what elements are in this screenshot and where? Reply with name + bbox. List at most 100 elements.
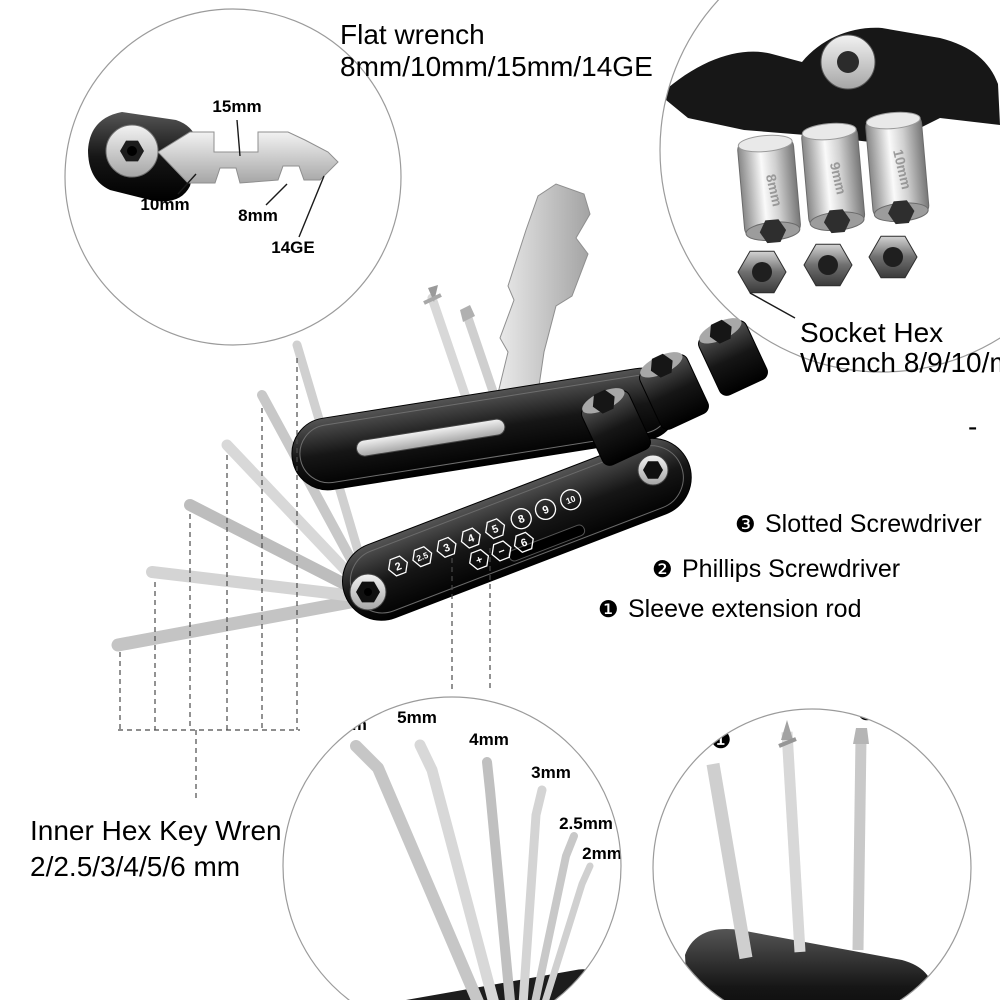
hex-bolt-center <box>127 146 137 156</box>
flat-wrench-title: Flat wrench 8mm/10mm/15mm/14GE <box>340 19 653 82</box>
hex-key <box>146 566 378 604</box>
socket-10mm: 10mm <box>865 111 930 225</box>
socket-callout-content: 8mm 9mm 10mm <box>660 27 1000 294</box>
phillips-driver-tip <box>781 720 793 740</box>
phillips-tip <box>428 285 438 302</box>
pointer-line-14ge <box>298 175 325 238</box>
size-label-6mm: 6mm <box>327 715 367 734</box>
callout-bg <box>653 709 971 1000</box>
stray-dash: - <box>968 411 977 442</box>
callout-circle <box>64 8 402 346</box>
label-10mm: 10mm <box>140 195 189 214</box>
socket-adapter <box>698 317 768 396</box>
flat-wrench-title-line2: 8mm/10mm/15mm/14GE <box>340 51 653 82</box>
socket-8mm: 8mm <box>737 134 801 244</box>
callout-bg <box>65 9 401 345</box>
pivot-bolts <box>349 454 669 611</box>
marking: 10 <box>565 493 578 506</box>
socket-size-engraving: 9mm <box>827 161 850 196</box>
flat-wrench-shape <box>157 131 339 184</box>
hex-bolt-hole <box>837 51 859 73</box>
hex-key-2-5mm <box>528 832 578 1000</box>
hex-bolt-center <box>364 588 372 596</box>
size-label-3mm: 3mm <box>531 763 571 782</box>
multi-tool-photo: 2 2.5 3 4 5 + − 6 8 9 10 <box>111 183 768 652</box>
hex-keys-title-line1: Inner Hex Key Wren <box>30 815 282 846</box>
socket-title-line1: Socket Hex <box>800 317 943 348</box>
marking: 2 <box>393 560 403 573</box>
driver-detail-callout: ❶ ❷ ❸ <box>652 689 972 1000</box>
list-label-slotted: Slotted Screwdriver <box>765 510 982 538</box>
marking: 2.5 <box>415 550 430 564</box>
callout-circle <box>282 696 622 1000</box>
phillips-driver <box>781 731 806 953</box>
handle-slot <box>356 418 506 457</box>
hex-nuts <box>737 235 918 294</box>
socket-title: Socket Hex Wrench 8/9/10/m <box>749 292 1000 378</box>
handle-upper <box>291 367 679 491</box>
flat-wrench-title-line1: Flat wrench <box>340 19 485 50</box>
hex-keys-title: Inner Hex Key Wren 2/2.5/3/4/5/6 mm <box>30 815 282 882</box>
marking: + <box>474 554 484 568</box>
pointer-line-10mm <box>177 173 197 195</box>
hex-nut-hole <box>883 247 903 267</box>
handle-lower-body <box>341 437 692 621</box>
pointer-line-15mm <box>236 119 241 157</box>
hex-key-4mm <box>482 757 517 1000</box>
socket-size-engraving: 8mm <box>763 173 786 208</box>
marking: − <box>497 545 507 559</box>
marking: 9 <box>541 504 551 517</box>
driver-handle <box>685 929 933 1000</box>
marking: 8 <box>517 513 527 526</box>
tool-markings: 2 2.5 3 4 5 + − 6 8 9 10 <box>384 489 582 579</box>
socket-adapter <box>581 387 651 466</box>
flat-wrench-tool <box>491 183 591 421</box>
detail-badge-1: ❶ <box>710 727 732 754</box>
hex-key-6mm <box>350 740 496 1000</box>
callout-circle <box>659 0 1000 373</box>
hex-key <box>111 591 379 652</box>
hex-keys-title-line2: 2/2.5/3/4/5/6 mm <box>30 851 240 882</box>
slotted-driver-tip <box>853 728 869 744</box>
handle-lower: 2 2.5 3 4 5 + − 6 8 9 10 <box>341 437 692 621</box>
callout-circle <box>652 708 972 1000</box>
socket-9mm: 9mm <box>801 122 866 234</box>
marking: 3 <box>442 542 452 555</box>
dashed-guides <box>118 358 491 798</box>
slotted-tip <box>460 305 475 322</box>
list-badge-3: ❸ <box>735 511 756 537</box>
hex-key-callout: 6mm 5mm 4mm 3mm 2.5mm 2mm <box>282 696 622 1000</box>
socket-callout: 8mm 9mm 10mm <box>659 0 1000 373</box>
marking: 6 <box>519 537 529 550</box>
list-label-sleeve: Sleeve extension rod <box>628 595 861 623</box>
phillips-driver-cross <box>778 737 797 748</box>
flat-wrench-callout: 15mm 10mm 8mm 14GE <box>64 8 402 346</box>
label-14ge: 14GE <box>271 238 314 257</box>
slotted-driver <box>852 737 867 951</box>
hex-key <box>184 499 378 604</box>
socket-adapter <box>639 351 709 430</box>
hex-key-3mm <box>517 785 547 1000</box>
driver-detail-content: ❶ ❷ ❸ <box>685 689 933 1000</box>
phillips-cross <box>423 293 442 305</box>
hex-key-fan-detail <box>350 739 594 1000</box>
size-label-2mm: 2mm <box>582 844 622 863</box>
label-8mm: 8mm <box>238 206 278 225</box>
label-15mm: 15mm <box>212 97 261 116</box>
socket-adapters <box>581 317 768 466</box>
size-label-4mm: 4mm <box>469 730 509 749</box>
hex-key-fan <box>111 340 379 652</box>
screwdriver-list: ❸ Slotted Screwdriver ❷ Phillips Screwdr… <box>598 510 982 623</box>
socket-title-line2: Wrench 8/9/10/m <box>800 347 1000 378</box>
hex-nut-hole <box>818 255 838 275</box>
marking: 5 <box>490 523 500 536</box>
hex-key-5mm <box>414 739 506 1000</box>
list-label-phillips: Phillips Screwdriver <box>682 555 900 583</box>
marking: 4 <box>466 532 477 546</box>
hex-nut-hole <box>752 262 772 282</box>
detail-badge-2: ❷ <box>778 689 800 716</box>
list-badge-2: ❷ <box>652 556 673 582</box>
list-badge-1: ❶ <box>598 596 619 622</box>
